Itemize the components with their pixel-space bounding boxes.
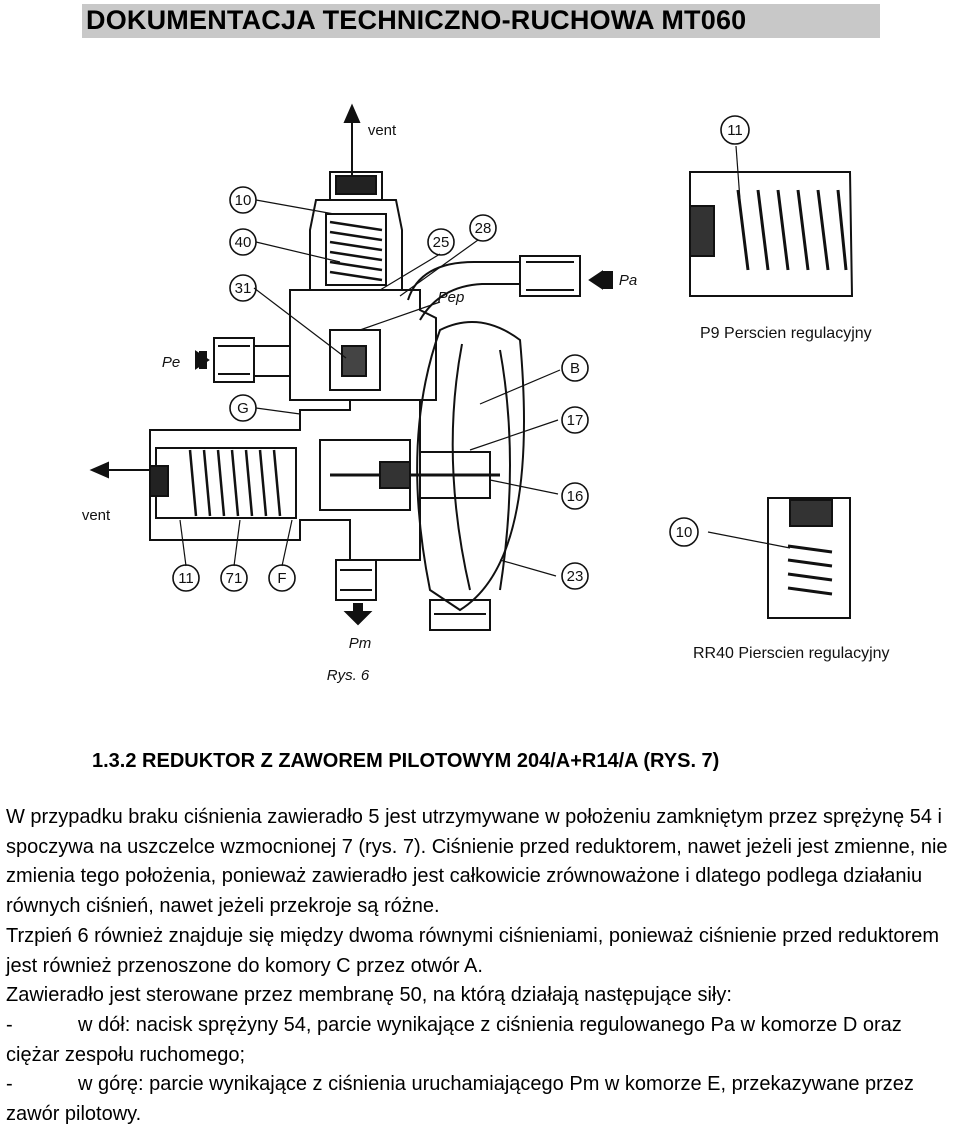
inset-bottom-caption: RR40 Pierscien regulacyjny	[693, 645, 890, 662]
callout-23: 23	[567, 568, 584, 585]
list-item-text: w górę: parcie wynikające z ciśnienia ur…	[6, 1073, 914, 1126]
label-vent-top: vent	[368, 122, 397, 139]
inset-top-caption: P9 Perscien regulacyjny	[700, 325, 872, 342]
inset-top-number: 11	[727, 122, 743, 139]
callout-g: G	[237, 400, 249, 417]
callout-28: 28	[475, 220, 492, 237]
body-text: W przypadku braku ciśnienia zawieradło 5…	[6, 803, 958, 1130]
section-heading: 1.3.2 REDUKTOR Z ZAWOREM PILOTOWYM 204/A…	[92, 750, 720, 772]
callout-b: B	[570, 360, 580, 377]
callout-40: 40	[235, 234, 252, 251]
label-pa: Pa	[619, 272, 637, 289]
list-item: -w dół: nacisk sprężyny 54, parcie wynik…	[6, 1011, 958, 1070]
paragraph: Zawieradło jest sterowane przez membranę…	[6, 984, 732, 1007]
page-header: DOKUMENTACJA TECHNICZNO-RUCHOWA MT060	[82, 4, 880, 38]
label-pm: Pm	[349, 635, 372, 652]
document-title: DOKUMENTACJA TECHNICZNO-RUCHOWA MT060	[86, 5, 747, 35]
list-item: -w górę: parcie wynikające z ciśnienia u…	[6, 1070, 958, 1129]
callout-71: 71	[226, 570, 243, 587]
label-vent-left: vent	[82, 507, 111, 524]
callout-circle	[229, 186, 257, 214]
callout-f: F	[277, 570, 286, 587]
figure-caption: Rys. 6	[327, 667, 370, 684]
paragraph: W przypadku braku ciśnienia zawieradło 5…	[6, 806, 948, 918]
callout-10: 10	[235, 192, 252, 209]
callout-16: 16	[567, 488, 584, 505]
label-pep: Pep	[438, 289, 465, 306]
label-pe: Pe	[162, 354, 180, 371]
callout-11: 11	[178, 570, 194, 587]
callout-25: 25	[433, 234, 450, 251]
callout-31: 31	[235, 280, 252, 297]
list-dash: -	[6, 1073, 13, 1096]
list-item-text: w dół: nacisk sprężyny 54, parcie wynika…	[6, 1013, 902, 1066]
inset-bottom-number: 10	[676, 524, 693, 541]
technical-drawing: vent vent 10 40 31 25 28 Pep Pe G B 17 1…	[82, 103, 890, 684]
list-dash: -	[6, 1013, 13, 1036]
callout-17: 17	[567, 412, 584, 429]
paragraph: Trzpień 6 również znajduje się między dw…	[6, 924, 939, 977]
